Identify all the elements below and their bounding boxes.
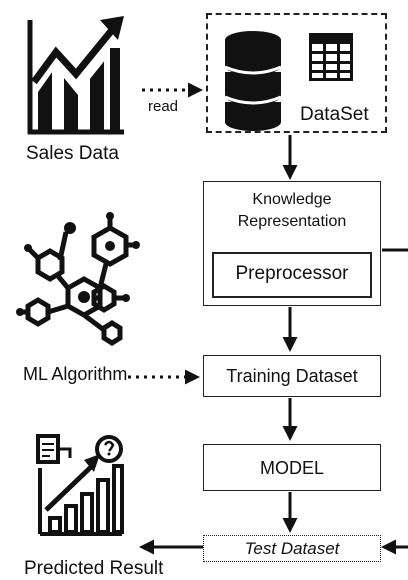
training-dataset-box[interactable] [203, 355, 381, 397]
model-label: MODEL [259, 458, 324, 478]
training-dataset-label: Training Dataset [226, 366, 358, 386]
predicted-result-label: Predicted Result [24, 558, 164, 579]
read-label: read [148, 98, 179, 115]
preprocessor-label: Preprocessor [235, 263, 349, 284]
test-dataset-label: Test Dataset [244, 539, 340, 558]
test-dataset-box[interactable] [203, 535, 381, 562]
knowledge-label-line2: Representation [237, 213, 347, 230]
preprocessor-box[interactable] [212, 252, 372, 298]
ml-algorithm-label: ML Algorithm [23, 364, 128, 384]
dataset-label: DataSet [300, 104, 369, 125]
sales-data-label: Sales Data [26, 143, 119, 164]
knowledge-label-line1: Knowledge [252, 191, 332, 208]
model-box[interactable] [203, 444, 381, 491]
